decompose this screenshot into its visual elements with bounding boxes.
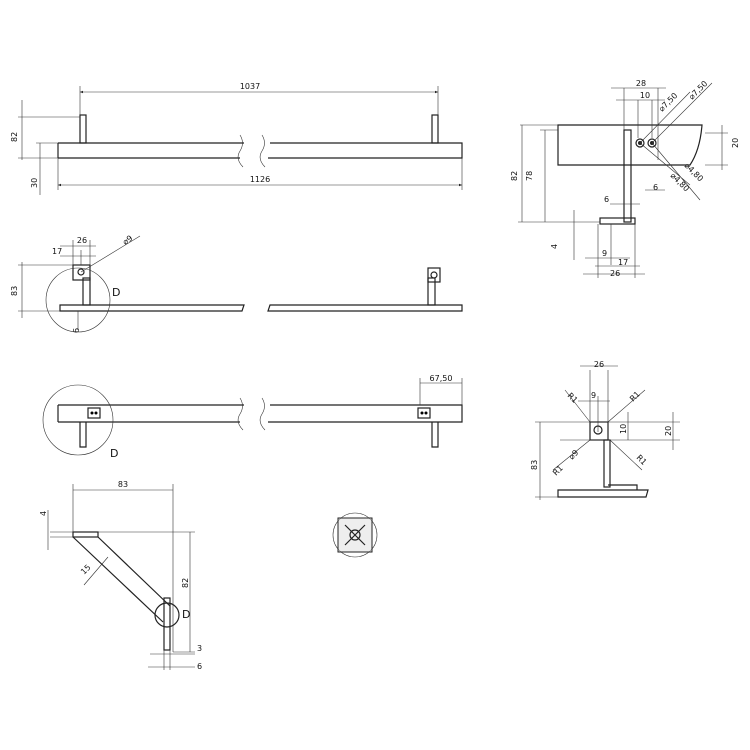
dim-dia-4-80-b: ⌀4,80: [669, 171, 691, 193]
dim-82: 82: [181, 578, 190, 588]
dim-6: 6: [197, 662, 202, 671]
dim-dia-7-50-b: ⌀7,50: [687, 79, 709, 101]
dim-r1-b: R1: [628, 390, 642, 404]
dim-26: 26: [594, 360, 604, 369]
dim-dia-9: ⌀9: [567, 448, 580, 461]
angle-view: 83 4 15 82 D 3 6: [39, 480, 202, 671]
dim-83: 83: [530, 460, 539, 470]
top-view: 26 17 ⌀9 83 6 D: [10, 234, 463, 333]
dim-10: 10: [619, 424, 628, 434]
dim-9: 9: [602, 249, 607, 258]
dim-6: 6: [72, 328, 81, 333]
bottom-view: 67,50 D: [42, 374, 463, 460]
detail-label-d: D: [182, 608, 190, 621]
detail-label-d: D: [112, 286, 120, 299]
dim-67-50: 67,50: [430, 374, 453, 383]
dim-20: 20: [664, 426, 673, 436]
dim-4: 4: [39, 511, 48, 516]
dim-dia-4-80-a: ⌀4,80: [683, 161, 705, 183]
dim-26: 26: [610, 269, 620, 278]
dim-dia-7-50-a: ⌀7,50: [657, 91, 679, 113]
dim-30: 30: [30, 178, 39, 188]
dim-9: 9: [591, 391, 596, 400]
dim-1126: 1126: [250, 175, 270, 184]
dim-6-a: 6: [653, 183, 658, 192]
bracket-view: 26 9 R1 R1 R1 ⌀9 R1 10 20 83: [530, 360, 680, 500]
side-view: 28 10 ⌀7,50 ⌀7,50 ⌀4,80 ⌀4,80 6 6 82 78 …: [510, 79, 740, 278]
dim-82: 82: [510, 171, 519, 181]
dim-17: 17: [618, 258, 628, 267]
dim-83: 83: [118, 480, 128, 489]
dim-4: 4: [550, 244, 559, 249]
detail-label-d: D: [110, 447, 118, 460]
dim-3: 3: [197, 644, 202, 653]
dim-1037: 1037: [240, 82, 260, 91]
dim-dia-9: ⌀9: [121, 234, 134, 247]
detail-d-circle: [45, 267, 111, 333]
dim-17: 17: [52, 247, 62, 256]
dim-78: 78: [525, 171, 534, 181]
dim-r1-c: R1: [551, 464, 565, 478]
dim-83: 83: [10, 286, 19, 296]
dim-6-b: 6: [604, 195, 609, 204]
front-view: 1037 1126 82 30: [10, 82, 463, 195]
dim-10: 10: [640, 91, 650, 100]
detail-d-view: [332, 512, 378, 558]
dim-82: 82: [10, 132, 19, 142]
dim-26: 26: [77, 236, 87, 245]
dim-20: 20: [731, 138, 740, 148]
dim-28: 28: [636, 79, 646, 88]
dim-15: 15: [79, 563, 93, 577]
